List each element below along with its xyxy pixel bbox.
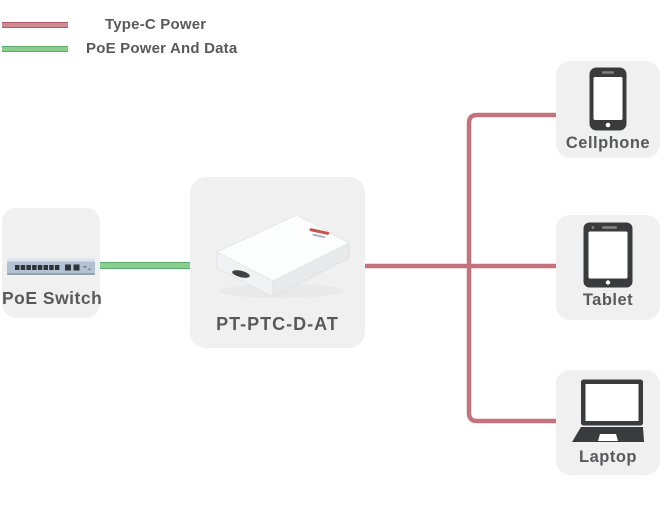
node-poe-switch: PoE Switch xyxy=(2,208,103,318)
usb-c-port xyxy=(232,270,250,278)
cellphone-icon xyxy=(589,67,627,131)
node-label-laptop: Laptop xyxy=(579,448,637,466)
node-tablet: Tablet xyxy=(556,215,660,320)
connector-poe-power-data xyxy=(100,262,190,269)
typec-line-swatch xyxy=(2,22,68,28)
node-label-poe-switch: PoE Switch xyxy=(2,288,103,308)
node-cellphone: Cellphone xyxy=(556,61,660,158)
node-label-tablet: Tablet xyxy=(582,291,634,309)
usb-c-pd-injector-device-icon xyxy=(216,214,350,298)
connector-typec-power xyxy=(365,112,560,424)
legend-label-poe: PoE Power And Data xyxy=(86,40,238,57)
laptop-icon xyxy=(572,379,644,442)
node-label-injector: PT-PTC-D-AT xyxy=(216,314,339,334)
tablet-icon xyxy=(583,222,633,288)
node-laptop: Laptop xyxy=(556,370,660,475)
node-injector: PT-PTC-D-AT xyxy=(190,177,365,348)
node-label-cellphone: Cellphone xyxy=(565,134,651,152)
brand-logo-mark xyxy=(309,228,330,239)
legend-label-typec: Type-C Power xyxy=(105,16,207,33)
poe-line-swatch xyxy=(2,46,68,52)
poe-switch-icon xyxy=(7,258,95,275)
